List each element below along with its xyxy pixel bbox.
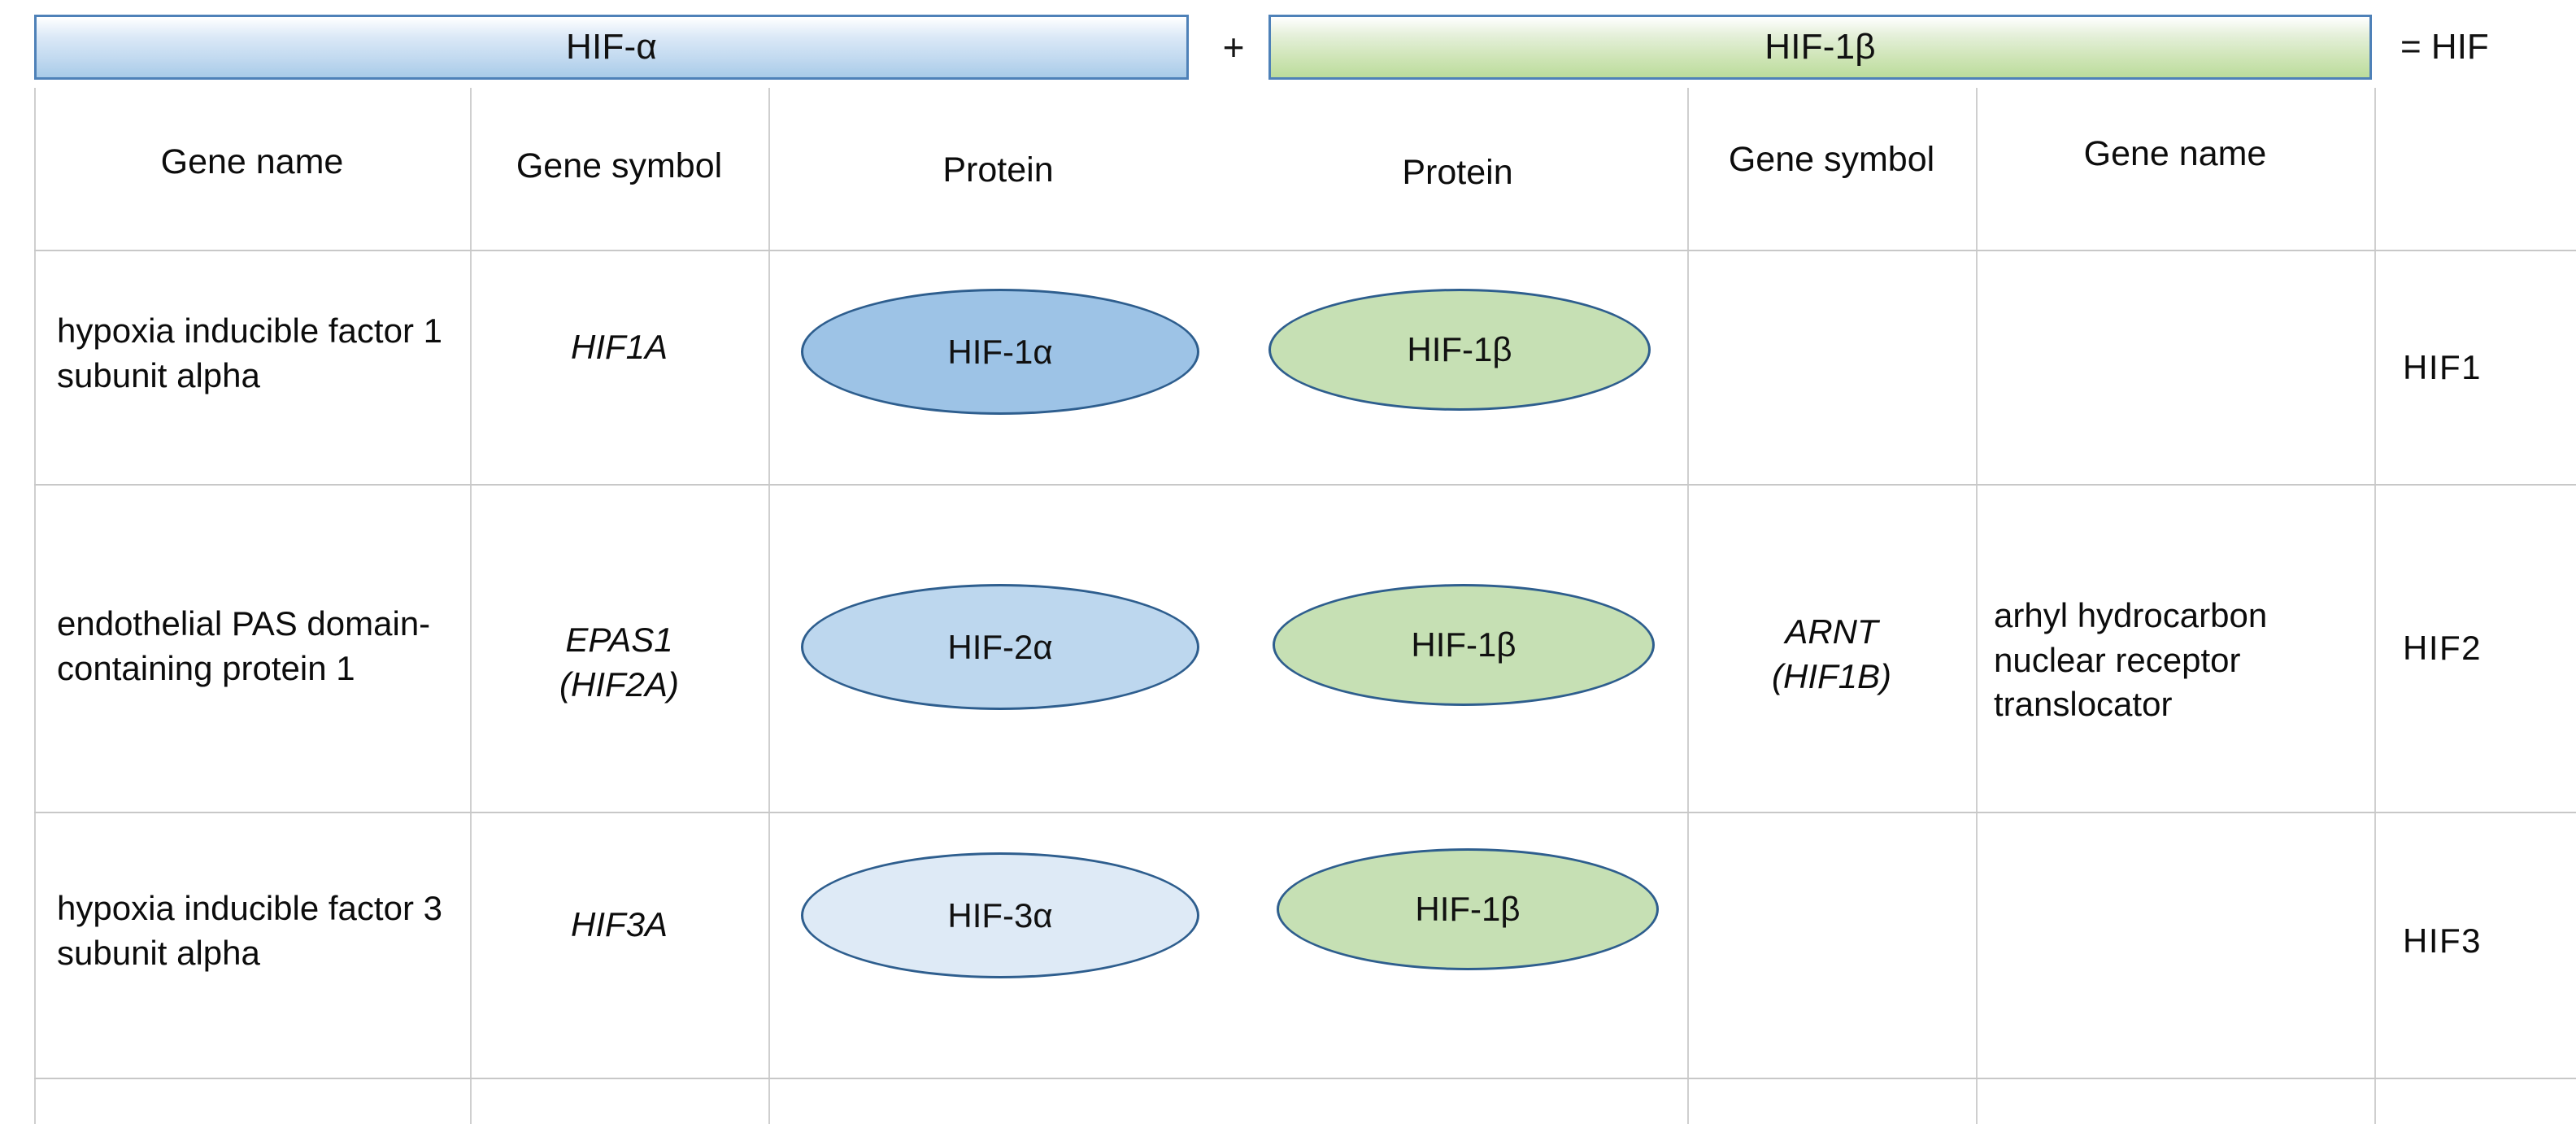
hif-alpha-banner-label: HIF-α (566, 27, 657, 67)
grid-hline-header (34, 250, 2576, 251)
row-1-gene-symbol-left: HIF1A (570, 328, 668, 366)
header-gene-name-right: Gene name (2083, 134, 2267, 174)
row-1-complex-label: HIF1 (2403, 348, 2482, 386)
header-gene-symbol-right: Gene symbol (1728, 140, 1935, 180)
row-1-protein-alpha-ellipse: HIF-1α (801, 289, 1199, 415)
header-protein-left: Protein (942, 150, 1054, 190)
row-1-gene-name-right (1996, 309, 2362, 423)
plus-operator-icon: + (1203, 15, 1264, 80)
row-2-protein-beta-ellipse: HIF-1β (1273, 584, 1655, 706)
header-gene-name-left: Gene name (160, 142, 344, 182)
header-gene-symbol-left: Gene symbol (516, 146, 723, 186)
grid-vline-1 (470, 88, 472, 1124)
row-2-complex-label: HIF2 (2403, 629, 2482, 667)
grid-hline-row1 (34, 484, 2576, 486)
grid-vline-0 (34, 88, 36, 1124)
row-2-gene-symbol-right: ARNT (HIF1B) (1772, 612, 1891, 695)
row-2-gene-name-right: arhyl hydrocarbon nuclear receptor trans… (1994, 596, 2268, 724)
row-2-protein-alpha-ellipse: HIF-2α (801, 584, 1199, 710)
grid-hline-row3 (34, 1078, 2576, 1079)
row-3-gene-name-left: hypoxia inducible factor 3 subunit alpha (57, 889, 442, 972)
row-2-gene-symbol-left: EPAS1 (HIF2A) (559, 621, 679, 704)
row-3-protein-alpha-ellipse: HIF-3α (801, 852, 1199, 978)
table-grid (0, 88, 2576, 1124)
hif-1beta-banner-bar: HIF-1β (1268, 15, 2372, 80)
grid-vline-5 (2374, 88, 2376, 1124)
hif-1beta-banner-label: HIF-1β (1764, 27, 1876, 67)
row-1-gene-symbol-right (1687, 325, 1976, 374)
grid-vline-4 (1976, 88, 1978, 1124)
equals-hif-label: = HIF (2400, 27, 2489, 67)
grid-vline-3 (1687, 88, 1689, 1124)
row-3-complex-label: HIF3 (2403, 921, 2482, 960)
grid-hline-row2 (34, 812, 2576, 813)
header-protein-right: Protein (1402, 153, 1513, 193)
row-3-protein-beta-ellipse: HIF-1β (1277, 848, 1659, 970)
row-2-gene-name-left: endothelial PAS domain-containing protei… (57, 604, 431, 687)
row-1-gene-name-left: hypoxia inducible factor 1 subunit alpha (57, 311, 442, 394)
hif-alpha-banner-bar: HIF-α (34, 15, 1189, 80)
row-3-gene-name-right (1996, 887, 2362, 1000)
plus-operator-label: + (1222, 26, 1245, 68)
grid-vline-2 (768, 88, 770, 1124)
row-3-gene-symbol-right (1687, 903, 1976, 952)
complex-banner: HIF-α + HIF-1β = HIF (0, 15, 2576, 83)
row-1-protein-beta-ellipse: HIF-1β (1268, 289, 1651, 411)
row-3-gene-symbol-left: HIF3A (570, 905, 668, 943)
